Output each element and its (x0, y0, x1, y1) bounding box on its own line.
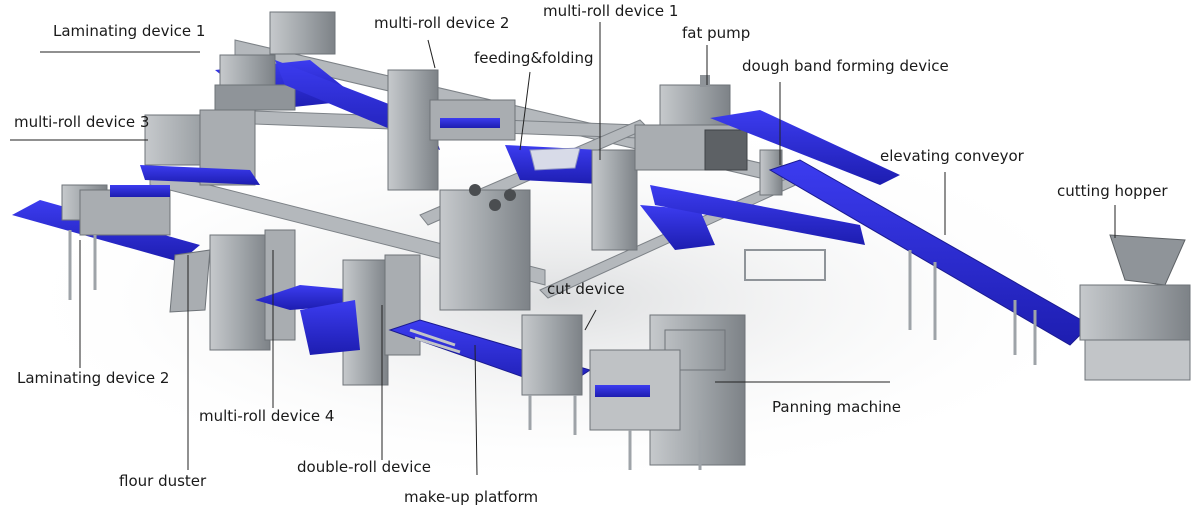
label-feeding-folding: feeding&folding (474, 49, 594, 67)
laminating-device-2 (12, 184, 200, 300)
label-double-roll-device: double-roll device (297, 458, 431, 476)
belt-mid-right (650, 185, 865, 245)
double-roll-device (300, 254, 421, 386)
center-column-unit (439, 184, 531, 311)
elevating-conveyor (768, 159, 1091, 365)
label-cut-device: cut device (547, 280, 625, 298)
label-laminating-device-2: Laminating device 2 (17, 369, 170, 387)
label-make-up-platform: make-up platform (404, 488, 539, 506)
label-dough-band-forming-device: dough band forming device (742, 57, 949, 75)
label-cutting-hopper: cutting hopper (1057, 182, 1168, 200)
feeding-folding-device (505, 145, 620, 185)
label-multi-roll-device-4: multi-roll device 4 (199, 407, 335, 425)
multi-roll-device-2 (387, 69, 516, 191)
cut-device-unit (521, 314, 583, 435)
label-fat-pump: fat pump (682, 24, 751, 42)
multi-roll-device-4 (209, 229, 355, 351)
panning-machine-unit (589, 314, 746, 470)
cutting-hopper-unit (1079, 234, 1191, 381)
label-panning-machine: Panning machine (772, 398, 902, 416)
label-elevating-conveyor: elevating conveyor (880, 147, 1024, 165)
multi-roll-device-3 (140, 109, 260, 186)
dough-band-forming-unit (704, 110, 900, 196)
label-multi-roll-device-2: multi-roll device 2 (374, 14, 510, 32)
support-frame (744, 249, 826, 281)
label-multi-roll-device-1: multi-roll device 1 (543, 2, 679, 20)
leader-lines (10, 22, 1116, 476)
label-flour-duster: flour duster (119, 472, 207, 490)
label-multi-roll-device-3: multi-roll device 3 (14, 113, 150, 131)
label-laminating-device-1: Laminating device 1 (53, 22, 206, 40)
flour-duster-unit (169, 249, 211, 313)
